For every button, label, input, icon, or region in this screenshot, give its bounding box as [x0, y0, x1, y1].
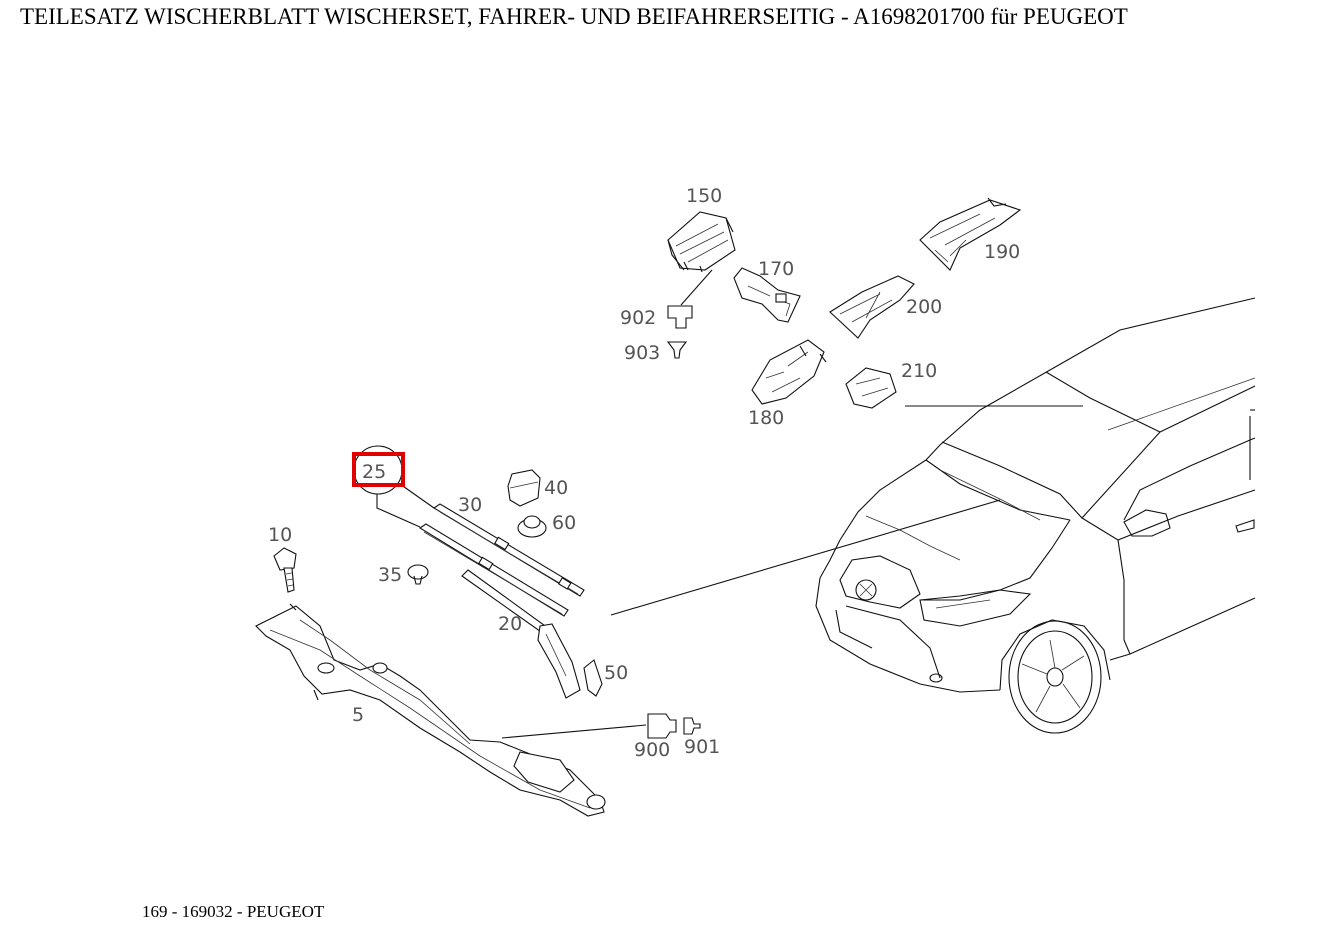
leader-25	[376, 494, 421, 528]
part-50-drawing	[583, 659, 603, 697]
page-title: TEILESATZ WISCHERBLATT WISCHERSET, FAHRE…	[20, 4, 1128, 29]
label-50: 50	[604, 662, 628, 684]
label-40: 40	[544, 477, 568, 499]
label-60: 60	[552, 512, 576, 534]
label-180: 180	[748, 407, 784, 429]
part-210-drawing	[845, 367, 897, 409]
label-901: 901	[684, 736, 720, 758]
label-10: 10	[268, 524, 292, 546]
label-35: 35	[378, 564, 402, 586]
part-200-drawing	[829, 275, 915, 339]
label-30: 30	[458, 494, 482, 516]
label-210: 210	[901, 360, 937, 382]
part-901-drawing	[683, 717, 701, 735]
part-25-drawing	[418, 523, 569, 617]
label-902: 902	[620, 307, 656, 329]
highlight-box-25[interactable]	[352, 452, 405, 487]
part-40-drawing	[507, 469, 541, 507]
leader-900	[501, 724, 647, 739]
footer-caption: 169 - 169032 - PEUGEOT	[142, 902, 325, 921]
label-25: 25	[362, 461, 386, 483]
part-902-drawing	[667, 305, 693, 329]
label-170: 170	[758, 258, 794, 280]
label-200: 200	[906, 296, 942, 318]
label-903: 903	[624, 342, 660, 364]
label-20: 20	[498, 613, 522, 635]
part-60-drawing	[517, 515, 547, 538]
leader-902	[680, 269, 713, 306]
part-20-drawing	[461, 569, 581, 699]
part-5-drawing	[255, 603, 606, 817]
leader-30-line	[399, 483, 435, 509]
part-170-drawing	[733, 267, 801, 323]
label-150: 150	[686, 185, 722, 207]
leader-car	[610, 499, 1001, 616]
part-180-drawing	[751, 339, 827, 405]
part-10-drawing	[273, 547, 297, 593]
label-900: 900	[634, 739, 670, 761]
label-5: 5	[352, 704, 364, 726]
part-35-drawing	[407, 564, 429, 585]
label-190: 190	[984, 241, 1020, 263]
part-900-drawing	[647, 713, 677, 739]
part-903-drawing	[666, 341, 688, 359]
part-30-drawing	[432, 503, 585, 597]
part-150-drawing	[667, 211, 736, 273]
part-190-drawing	[919, 197, 1022, 271]
car-drawing	[815, 297, 1256, 734]
